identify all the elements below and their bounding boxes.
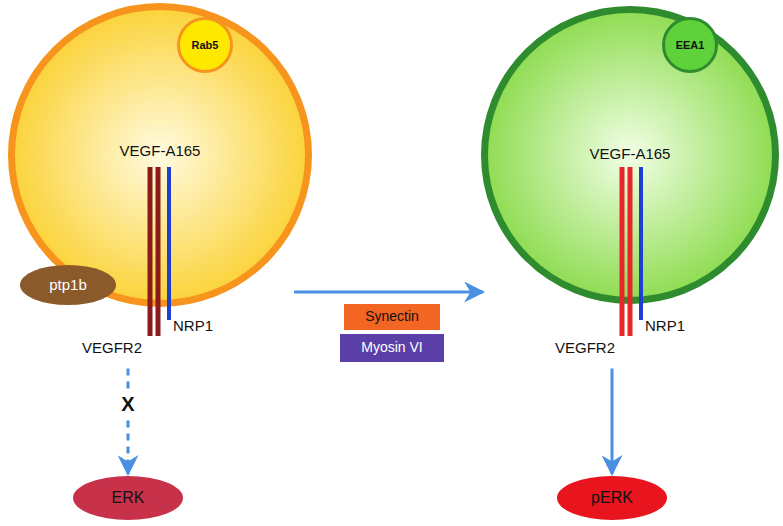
vegfr2-strand (156, 167, 161, 336)
rab5-marker: Rab5 (177, 17, 233, 73)
node-text: VEGF-A165 (120, 143, 201, 160)
node-text: VEGF-A165 (590, 146, 671, 163)
synectin-box: Synectin (344, 304, 440, 330)
node-text: EEA1 (676, 39, 705, 51)
node-text: ERK (112, 489, 145, 507)
myosin-box: Myosin VI (340, 334, 444, 362)
node-text: Myosin VI (361, 340, 422, 355)
node-text: pERK (591, 489, 633, 507)
block-mark: X (119, 393, 136, 415)
nrp1-strand (639, 167, 643, 320)
receptor-label: NRP1 (173, 318, 213, 335)
vegfr2-strand (620, 167, 625, 336)
ptp1b-ellipse: ptp1b (20, 265, 116, 305)
erk-ellipse: ERK (73, 476, 183, 520)
receptor-label: VEGFR2 (555, 340, 615, 357)
perk-ellipse: pERK (557, 476, 667, 520)
node-text: ptp1b (49, 277, 87, 294)
signal-arrow (294, 291, 483, 294)
vegfr2-strand (628, 167, 633, 336)
receptor-label: NRP1 (645, 318, 685, 335)
receptor-label: VEGFR2 (82, 340, 142, 357)
eea1-marker: EEA1 (662, 17, 718, 73)
vegfr2-strand (148, 167, 153, 336)
node-text: Rab5 (192, 39, 219, 51)
signal-arrow (611, 369, 614, 475)
nrp1-strand (167, 167, 171, 320)
signal-arrow (127, 369, 130, 475)
node-text: Synectin (365, 309, 419, 324)
